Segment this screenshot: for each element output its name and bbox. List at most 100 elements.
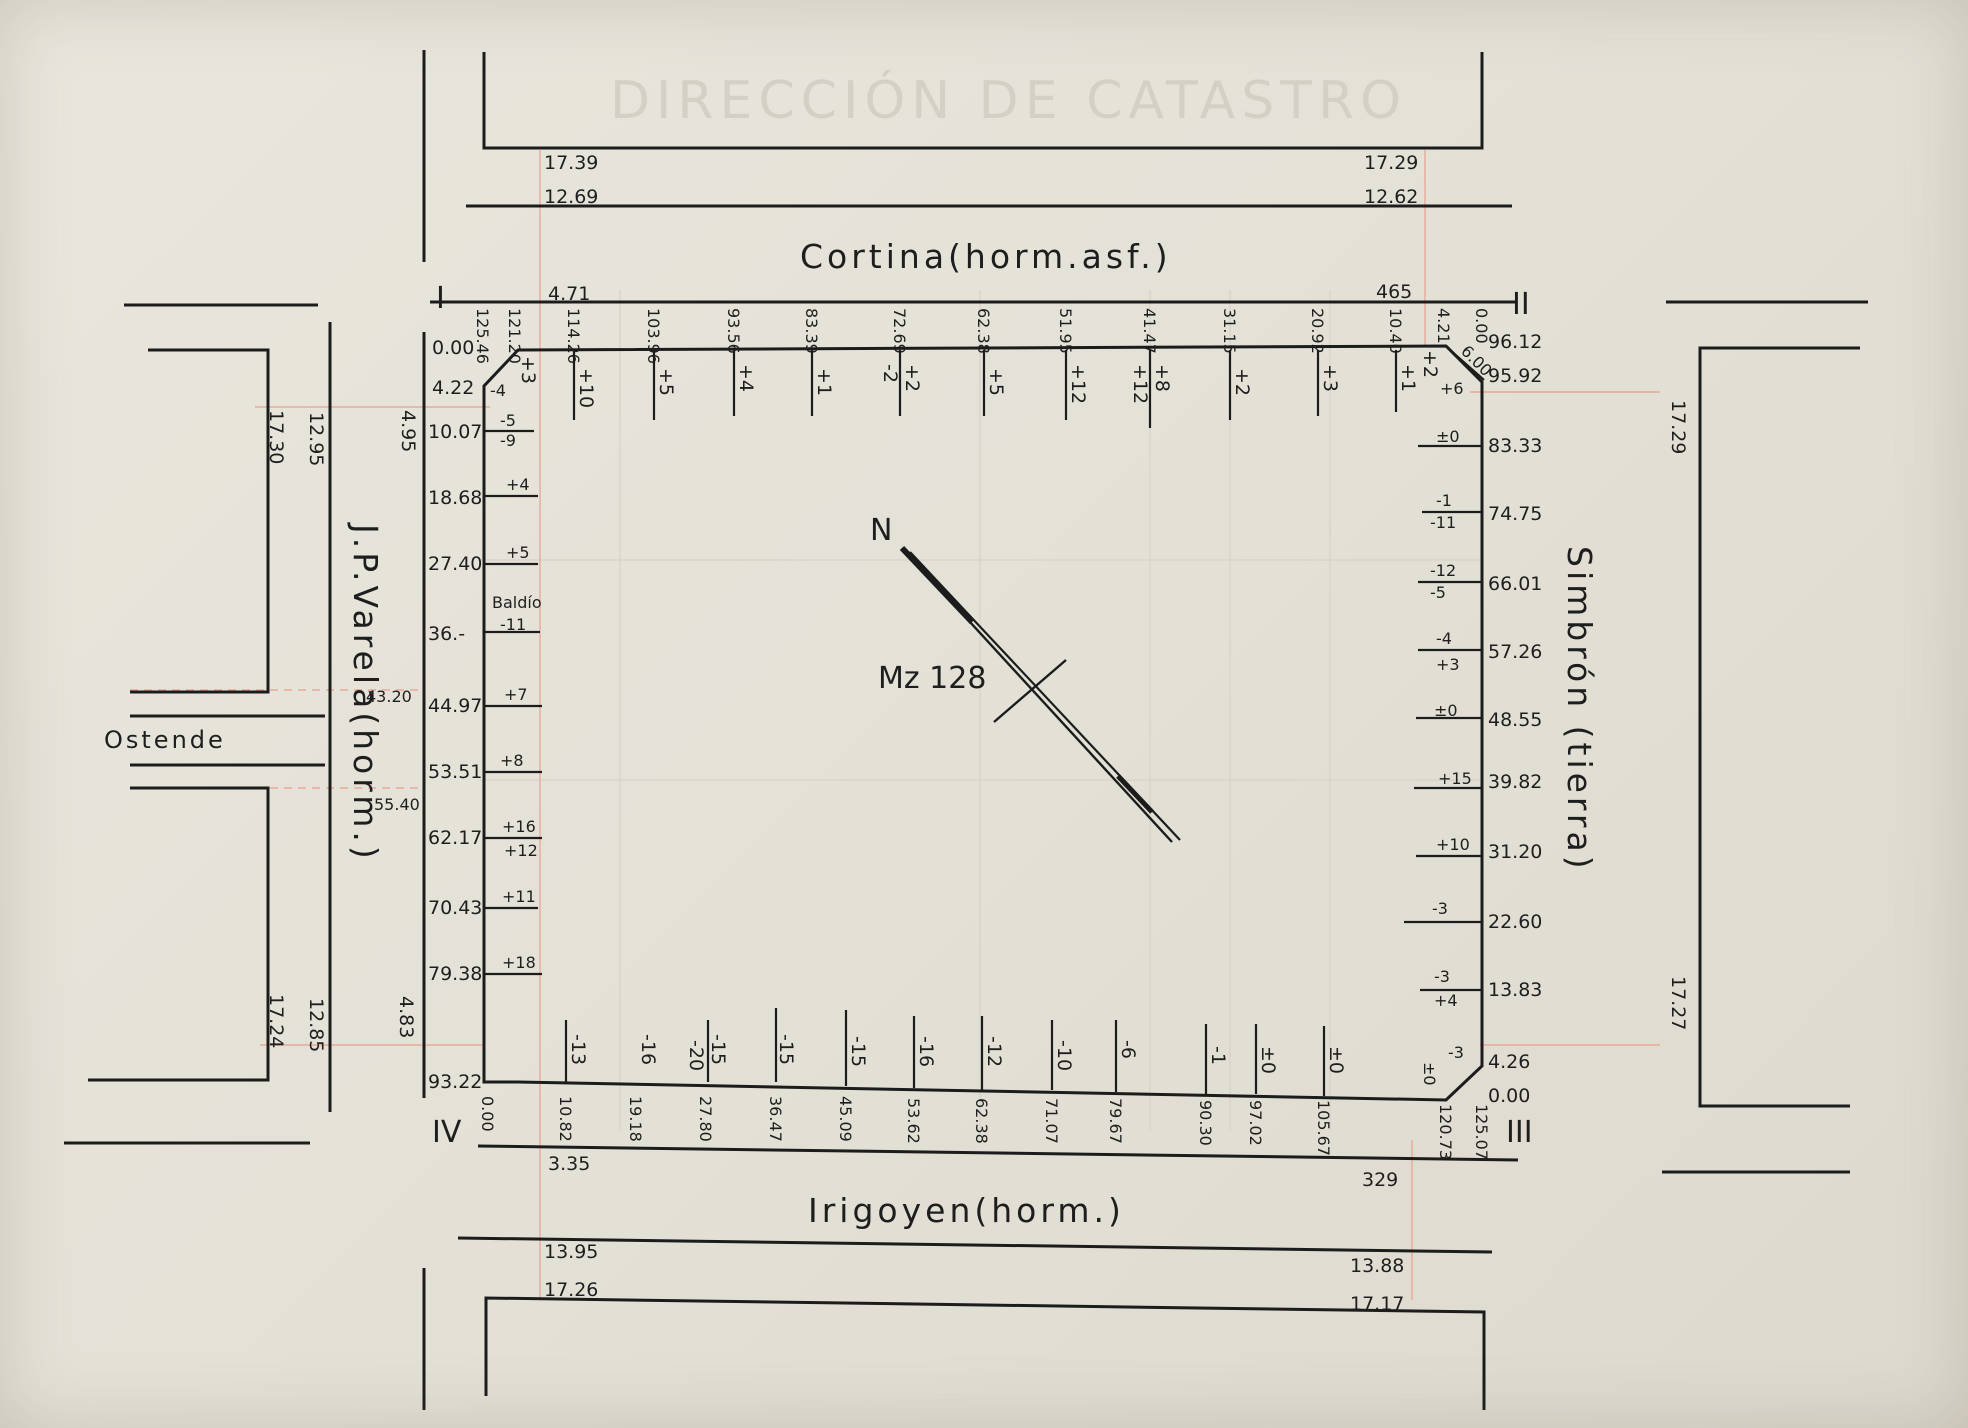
- measure-label: 31.15: [1220, 308, 1239, 354]
- measure-label: 83.39: [802, 308, 821, 354]
- delta-label: -13: [567, 1034, 589, 1065]
- width-label: 43.20: [366, 687, 412, 706]
- measure-label: 103.96: [644, 308, 663, 364]
- measure-label: 105.67: [1314, 1100, 1333, 1156]
- delta-label: +18: [502, 953, 536, 972]
- measure-label: 120.73: [1436, 1104, 1455, 1160]
- left-ticks: [484, 429, 542, 976]
- delta-label: +2: [1419, 350, 1441, 378]
- corner-label-iii: III: [1506, 1115, 1533, 1150]
- measure-label: 95.92: [1488, 365, 1542, 387]
- measure-label: 0.00: [432, 337, 474, 359]
- delta-label: ±0: [1420, 1062, 1439, 1086]
- delta-label: +16: [502, 817, 536, 836]
- width-label: 17.26: [544, 1279, 598, 1301]
- delta-label: -10: [1053, 1040, 1075, 1071]
- delta-label: -11: [500, 615, 526, 634]
- width-label: 12.69: [544, 186, 598, 208]
- delta-label: -15: [847, 1036, 869, 1067]
- delta-label: -2: [879, 364, 901, 383]
- width-label: 55.40: [374, 795, 420, 814]
- measure-label: 0.00: [1472, 308, 1491, 344]
- corner-label-iv: IV: [432, 1115, 462, 1150]
- width-label: 12.62: [1364, 186, 1418, 208]
- delta-label: +8: [500, 751, 524, 770]
- measure-label: 0.00: [478, 1096, 497, 1132]
- measure-label: 4.26: [1488, 1051, 1530, 1073]
- measure-label: 48.55: [1488, 709, 1542, 731]
- measure-label: 97.02: [1246, 1100, 1265, 1146]
- measure-label: 125.46: [473, 308, 492, 364]
- measure-label: 51.95: [1056, 308, 1075, 354]
- measure-label: 41.47: [1140, 308, 1159, 354]
- width-label: 4.83: [395, 996, 417, 1038]
- top-edge-labels: 125.46 121.20 114.26 103.96 93.56 83.39 …: [473, 308, 1491, 364]
- street-name-ostende: Ostende: [104, 726, 226, 754]
- width-label: 17.17: [1350, 1293, 1404, 1315]
- delta-label: -5: [1430, 583, 1446, 602]
- delta-label: +4: [1434, 991, 1458, 1010]
- street-name-south: Irigoyen(horm.): [808, 1191, 1125, 1230]
- width-label: 17.29: [1364, 152, 1418, 174]
- delta-label: ±0: [1434, 701, 1458, 720]
- top-ticks: [572, 350, 1398, 428]
- street-name-west: J.P.Varela(horm.): [346, 522, 385, 863]
- right-ticks: [1404, 444, 1482, 992]
- measure-label: 93.22: [428, 1071, 482, 1093]
- measure-label: 18.68: [428, 487, 482, 509]
- measure-label: 36.47: [766, 1096, 785, 1142]
- top-edge-deltas: +3 +10 +5 +4 +1 +2 -2 +5 +12 +8 +12 +2 +…: [517, 350, 1441, 408]
- measure-label: 31.20: [1488, 841, 1542, 863]
- measure-label: 10.82: [556, 1096, 575, 1142]
- red-reference-lines: [130, 150, 1660, 1300]
- measure-label: 45.09: [836, 1096, 855, 1142]
- delta-label: +4: [506, 475, 530, 494]
- width-label: 12.85: [305, 998, 327, 1052]
- delta-label: +5: [655, 368, 677, 396]
- measure-label: 70.43: [428, 897, 482, 919]
- delta-label: +12: [1129, 364, 1151, 404]
- delta-label: -16: [637, 1034, 659, 1065]
- measure-label: 53.62: [904, 1098, 923, 1144]
- delta-label: -16: [915, 1036, 937, 1067]
- delta-label: +8: [1151, 364, 1173, 392]
- measure-label: 96.12: [1488, 331, 1542, 353]
- bottom-ticks: [564, 1008, 1326, 1096]
- measure-label: 114.26: [564, 308, 583, 364]
- right-edge-labels: 6.00 +6 96.12 95.92 83.33 74.75 66.01 57…: [1420, 331, 1542, 1107]
- measure-label: 27.40: [428, 553, 482, 575]
- ne-chamfer: [1449, 349, 1485, 381]
- delta-label: +10: [1436, 835, 1470, 854]
- measure-label: 13.83: [1488, 979, 1542, 1001]
- width-label: 329: [1362, 1169, 1398, 1191]
- width-label: 465: [1376, 281, 1412, 303]
- vacant-label: Baldío: [492, 593, 542, 612]
- delta-label: -15: [775, 1034, 797, 1065]
- measure-label: 44.97: [428, 695, 482, 717]
- street-width-labels: 17.30 12.95 4.95 17.24 12.85 4.83 43.20 …: [265, 400, 1689, 1052]
- delta-label: -12: [1430, 561, 1456, 580]
- measure-label: 62.38: [972, 1098, 991, 1144]
- measure-label: 10.40: [1386, 308, 1405, 354]
- delta-label: +3: [1436, 655, 1460, 674]
- street-name-east: Simbrón (tierra): [1560, 546, 1599, 873]
- measure-label: 36.-: [428, 623, 465, 645]
- delta-label: +10: [575, 368, 597, 408]
- delta-label: +1: [813, 368, 835, 396]
- measure-label: 27.80: [696, 1096, 715, 1142]
- measure-label: 125.07: [1472, 1104, 1491, 1160]
- delta-label: -4: [490, 381, 506, 400]
- delta-label: -4: [1436, 629, 1452, 648]
- width-label: 17.27: [1667, 976, 1689, 1030]
- delta-label: -1: [1436, 491, 1452, 510]
- measure-label: 39.82: [1488, 771, 1542, 793]
- measure-label: 121.20: [505, 308, 524, 364]
- bottom-edge-labels: 0.00 10.82 19.18 27.80 36.47 45.09 53.62…: [478, 1096, 1491, 1160]
- delta-label: -5: [500, 411, 516, 430]
- measure-label: 72.69: [890, 308, 909, 354]
- delta-label: +7: [504, 685, 528, 704]
- bottom-edge-deltas: -13 -16 -15 -20 -15 -15 -16 -12 -10 -6 -…: [567, 1034, 1347, 1074]
- street-lines: [64, 50, 1868, 1410]
- width-label: 13.95: [544, 1241, 598, 1263]
